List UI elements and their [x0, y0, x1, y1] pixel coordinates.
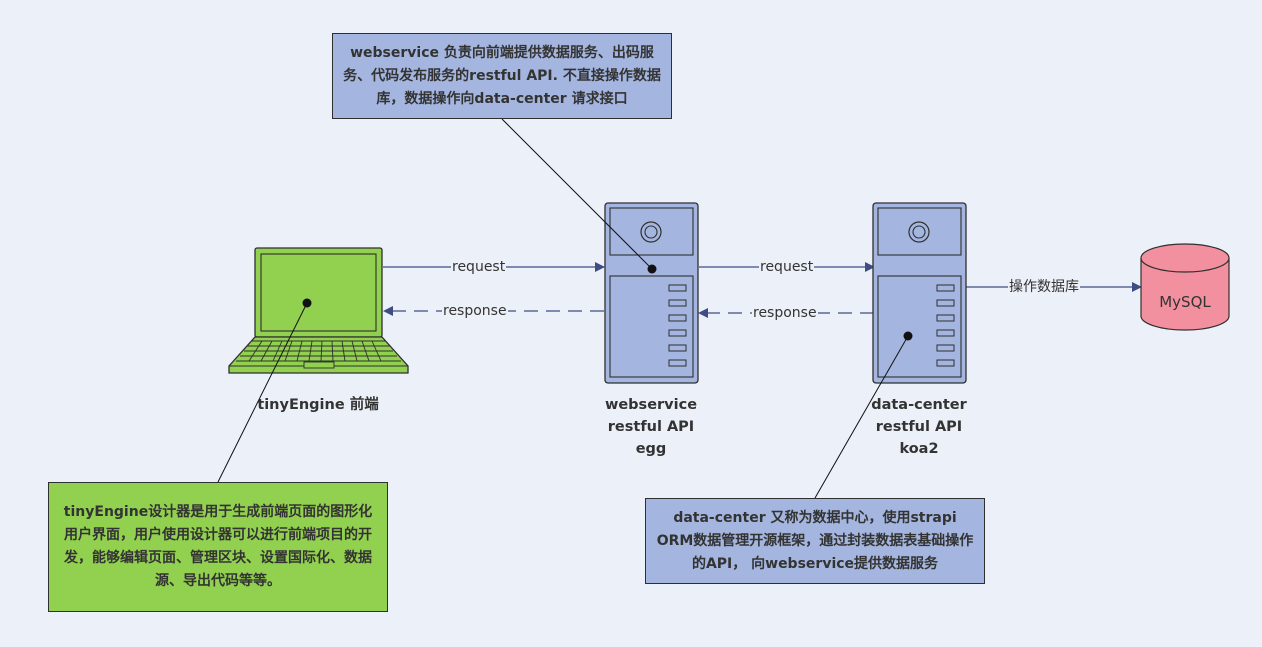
note-webservice: webservice 负责向前端提供数据服务、出码服务、代码发布服务的restf…: [332, 33, 672, 119]
edge-label-response-1: response: [442, 302, 508, 320]
webservice-label: webservice restful API egg: [571, 394, 731, 460]
datacenter-label-line3: koa2: [899, 441, 939, 457]
webservice-label-line3: egg: [635, 441, 667, 457]
callout-dot-frontend: [302, 298, 312, 308]
datacenter-label-line1: data-center: [871, 397, 967, 413]
server-icon: [872, 202, 967, 384]
callout-dot-webservice: [647, 264, 657, 274]
server-icon: [604, 202, 699, 384]
callout-line-datacenter: [814, 335, 909, 499]
webservice-label-line1: webservice: [604, 397, 698, 413]
mysql-label: MySQL: [1159, 293, 1211, 311]
datacenter-label: data-center restful API koa2: [839, 394, 999, 460]
database-icon: [1140, 243, 1230, 331]
frontend-label: tinyEngine 前端: [257, 397, 379, 413]
laptop-icon: [228, 247, 409, 374]
callout-line-webservice: [501, 118, 653, 270]
edge-label-request-2: request: [759, 258, 815, 276]
webservice-label-line2: restful API: [607, 419, 695, 435]
note-datacenter: data-center 又称为数据中心，使用strapi ORM数据管理开源框架…: [645, 498, 985, 584]
edge-label-response-2: response: [752, 304, 818, 322]
edge-label-db-operation: 操作数据库: [1008, 278, 1080, 296]
datacenter-label-line2: restful API: [875, 419, 963, 435]
callout-dot-datacenter: [903, 331, 913, 341]
callout-line-frontend: [217, 302, 308, 483]
note-frontend: tinyEngine设计器是用于生成前端页面的图形化用户界面，用户使用设计器可以…: [48, 482, 388, 612]
edge-label-request-1: request: [451, 258, 507, 276]
